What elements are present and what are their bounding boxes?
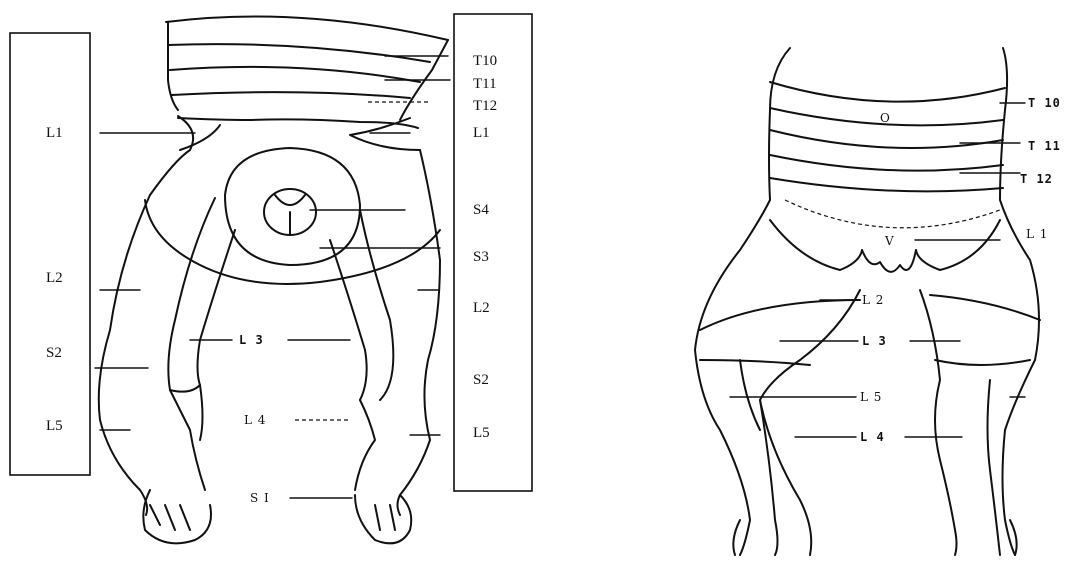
back-label-l1: L 1	[1026, 227, 1048, 241]
left-label-box	[10, 33, 90, 475]
front-label-l4: L 4	[244, 413, 266, 427]
right-label-l5: L5	[473, 425, 490, 441]
back-label-t11: T 11	[1028, 139, 1061, 153]
back-leader-lines	[730, 103, 1025, 437]
back-label-navel: O	[880, 111, 891, 125]
left-label-l2: L2	[46, 270, 63, 286]
back-label-t10: T 10	[1028, 96, 1061, 110]
right-label-l2: L2	[473, 300, 490, 316]
right-label-t10: T10	[473, 53, 497, 69]
front-label-s1: S I	[250, 491, 270, 505]
right-label-l1: L1	[473, 125, 490, 141]
back-label-v: V	[884, 234, 895, 248]
right-label-s3: S3	[473, 249, 489, 265]
left-label-l5: L5	[46, 418, 63, 434]
back-label-l2: L 2	[862, 293, 884, 307]
right-label-s2: S2	[473, 372, 489, 388]
back-label-t12: T 12	[1020, 172, 1053, 186]
left-label-s2: S2	[46, 345, 62, 361]
right-label-s4: S4	[473, 202, 489, 218]
right-label-t12: T12	[473, 98, 497, 114]
back-label-l3: L 3	[862, 334, 887, 348]
front-label-l3: L 3	[239, 333, 264, 347]
back-label-l4: L 4	[860, 430, 885, 444]
back-label-l5: L 5	[860, 390, 882, 404]
front-figure-outline	[99, 16, 448, 543]
left-label-l1: L1	[46, 125, 63, 141]
right-label-t11: T11	[473, 76, 497, 92]
